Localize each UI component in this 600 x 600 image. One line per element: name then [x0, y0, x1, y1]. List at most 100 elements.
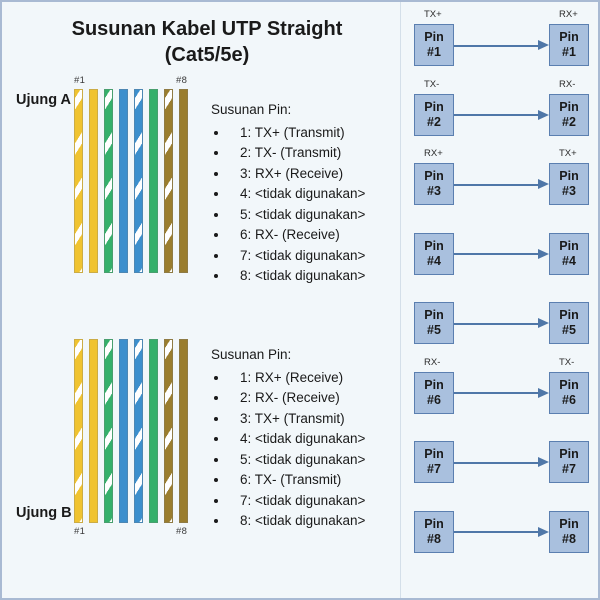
pin-map-arrow-5 — [454, 318, 549, 328]
wire-1-orange-white-striped — [74, 89, 83, 273]
pin-map-left-label-2: TX- — [424, 78, 440, 90]
pin-box-right-2[interactable]: Pin#2 — [549, 93, 589, 136]
arrow-head-icon — [538, 318, 549, 328]
pinlist-heading-a: Susunan Pin: — [211, 102, 292, 117]
pin-map-right-label-2: RX- — [559, 78, 576, 90]
pin-map-arrow-1 — [454, 40, 549, 50]
pinlist-heading-b: Susunan Pin: — [211, 347, 292, 362]
pin-box-word: Pin — [559, 516, 579, 531]
wire-2-orange-solid — [89, 339, 98, 523]
pin-map-arrow-7 — [454, 457, 549, 467]
pinlist-item-2: 2: TX- (Transmit) — [211, 143, 365, 164]
pin-box-right-1[interactable]: Pin#1 — [549, 24, 589, 66]
arrow-shaft — [454, 322, 540, 325]
pin-box-word: Pin — [424, 238, 444, 253]
pin-map-left-label-3: RX+ — [424, 148, 443, 159]
wire-6-green-solid — [149, 339, 158, 523]
pinlist-item-3: 3: RX+ (Receive) — [211, 164, 365, 185]
pin-map-right-label-1: RX+ — [559, 9, 578, 20]
arrow-head-icon — [538, 109, 549, 120]
pin-box-word: Pin — [424, 308, 444, 323]
pin-box-number: #8 — [562, 531, 576, 546]
arrow-head-icon — [538, 526, 549, 537]
wire-2-orange-solid — [89, 89, 98, 273]
wire-7-brown-white-striped — [164, 339, 173, 523]
pin-box-right-6[interactable]: Pin#6 — [549, 371, 589, 414]
wire-tick-first-b: #1 — [74, 526, 86, 537]
wire-3-green-white-striped — [104, 339, 113, 523]
pin-box-left-7[interactable]: Pin#7 — [414, 441, 454, 483]
pin-box-word: Pin — [424, 377, 444, 392]
pin-map-arrow-4 — [454, 248, 549, 259]
wire-4-blue-solid — [119, 89, 128, 273]
pin-box-word: Pin — [559, 238, 579, 253]
arrow-shaft — [454, 44, 540, 47]
pin-box-number: #1 — [427, 45, 441, 59]
arrow-head-icon — [538, 179, 549, 189]
pin-box-word: Pin — [424, 516, 444, 531]
pinlist-b: Susunan Pin: 1: RX+ (Receive)2: RX- (Rec… — [211, 347, 365, 532]
page-title: Susunan Kabel UTP Straight (Cat5/5e) — [32, 16, 382, 69]
pin-box-left-3[interactable]: Pin#3 — [414, 163, 454, 205]
pinlist-item-6: 6: RX- (Receive) — [211, 225, 365, 246]
pinlist-item-5: 5: <tidak digunakan> — [211, 450, 365, 471]
pinlist-item-4: 4: <tidak digunakan> — [211, 429, 365, 450]
wire-tick-last-b: #8 — [176, 526, 188, 537]
pin-box-number: #2 — [562, 114, 576, 129]
pin-box-right-3[interactable]: Pin#3 — [549, 163, 589, 205]
pin-box-number: #3 — [427, 184, 441, 198]
wire-1-orange-white-striped — [74, 339, 83, 523]
pinlist-item-8: 8: <tidak digunakan> — [211, 511, 365, 532]
pin-box-right-4[interactable]: Pin#4 — [549, 232, 589, 275]
wire-tick-first-a: #1 — [74, 75, 86, 86]
pin-box-right-7[interactable]: Pin#7 — [549, 441, 589, 483]
pin-box-number: #2 — [427, 114, 441, 129]
pinlist-item-6: 6: TX- (Transmit) — [211, 470, 365, 491]
pin-box-word: Pin — [424, 169, 444, 184]
pin-box-number: #3 — [562, 184, 576, 198]
arrow-head-icon — [538, 248, 549, 259]
pin-map-arrow-3 — [454, 179, 549, 189]
wire-bundle-a — [74, 89, 189, 273]
column-divider — [400, 2, 401, 598]
pinlist-item-1: 1: TX+ (Transmit) — [211, 123, 365, 144]
pin-box-number: #1 — [562, 45, 576, 59]
pinlist-item-3: 3: TX+ (Transmit) — [211, 409, 365, 430]
pin-box-left-4[interactable]: Pin#4 — [414, 232, 454, 275]
pin-map-row-7: Pin#7 Pin#7 — [414, 441, 589, 487]
pin-map-left-label-6: RX- — [424, 356, 441, 368]
pin-box-number: #4 — [562, 253, 576, 268]
pin-map-right-label-3: TX+ — [559, 148, 577, 159]
pin-box-number: #7 — [427, 462, 441, 476]
pin-box-word: Pin — [559, 169, 579, 184]
arrow-shaft — [454, 531, 540, 533]
pin-map-arrow-8 — [454, 526, 549, 537]
wire-6-green-solid — [149, 89, 158, 273]
pin-box-number: #5 — [427, 323, 441, 337]
pin-box-left-5[interactable]: Pin#5 — [414, 302, 454, 344]
pin-box-right-8[interactable]: Pin#8 — [549, 510, 589, 553]
wire-4-blue-solid — [119, 339, 128, 523]
pinlist-item-2: 2: RX- (Receive) — [211, 388, 365, 409]
pinlist-item-8: 8: <tidak digunakan> — [211, 266, 365, 287]
wire-tick-last-a: #8 — [176, 75, 188, 86]
pinlist-a: Susunan Pin: 1: TX+ (Transmit)2: TX- (Tr… — [211, 102, 365, 287]
pin-box-left-2[interactable]: Pin#2 — [414, 93, 454, 136]
arrow-shaft — [454, 392, 540, 394]
pin-box-left-6[interactable]: Pin#6 — [414, 371, 454, 414]
pin-box-number: #6 — [427, 392, 441, 407]
arrow-head-icon — [538, 387, 549, 398]
pinlist-item-1: 1: RX+ (Receive) — [211, 368, 365, 389]
end-label-a: Ujung A — [16, 92, 72, 108]
wire-3-green-white-striped — [104, 89, 113, 273]
pin-box-left-1[interactable]: Pin#1 — [414, 24, 454, 66]
pin-map-right-label-6: TX- — [559, 356, 575, 368]
pin-box-right-5[interactable]: Pin#5 — [549, 302, 589, 344]
pin-box-left-8[interactable]: Pin#8 — [414, 510, 454, 553]
pin-box-word: Pin — [559, 308, 579, 323]
